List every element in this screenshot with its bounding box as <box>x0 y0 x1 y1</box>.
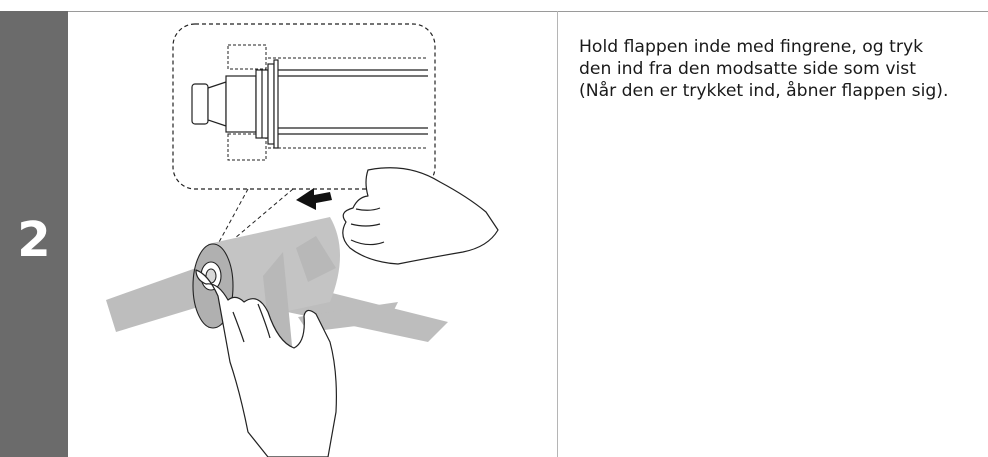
right-hand <box>343 168 498 264</box>
step-number: 2 <box>0 210 68 270</box>
push-arrow-icon <box>296 188 332 210</box>
instruction-illustration <box>68 12 557 457</box>
instruction-line: den ind fra den modsatte side som vist <box>579 58 979 80</box>
column-divider <box>557 11 558 457</box>
instruction-text: Hold flappen inde med fingrene, og tryk … <box>579 36 979 102</box>
instruction-line: (Når den er trykket ind, åbner flappen s… <box>579 80 979 102</box>
instruction-line: Hold flappen inde med fingrene, og tryk <box>579 36 979 58</box>
detail-callout <box>173 24 435 189</box>
